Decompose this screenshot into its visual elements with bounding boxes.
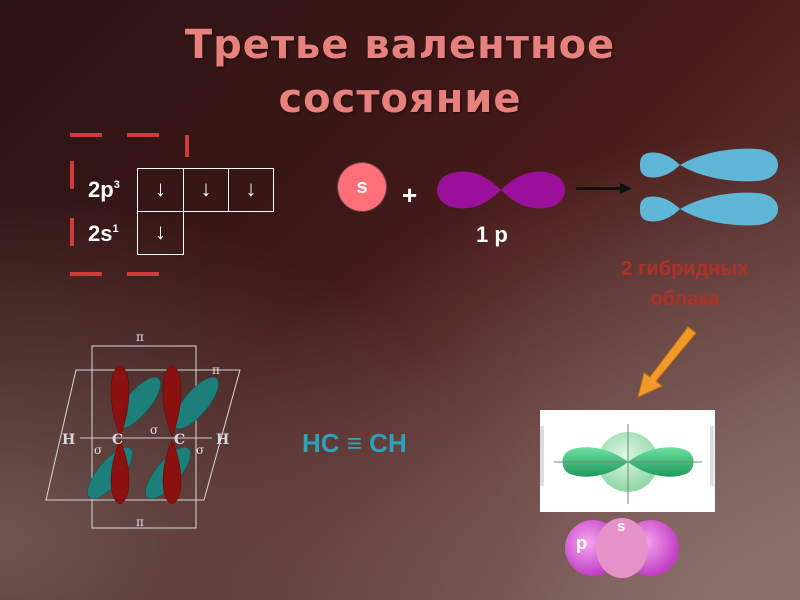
orbital-cell-2p-1: ↓ (137, 168, 184, 212)
pointer-arrow-icon (637, 326, 697, 398)
hybrid-label-line2: облака (650, 288, 720, 310)
sigma-right-label: σ (196, 443, 204, 457)
page-title-line2: состояние (278, 76, 522, 122)
c-left-label: C (112, 432, 123, 448)
hybrid-orbitals-icon (640, 148, 778, 226)
sp-orbital-model-icon (565, 518, 679, 578)
h-left-label: H (62, 432, 75, 448)
s-orbital-icon: s (338, 163, 386, 211)
sigma-left-label: σ (94, 443, 102, 457)
p-orbital-icon (437, 171, 565, 209)
reaction-arrow-icon (576, 183, 632, 194)
orbital-cell-2s-1: ↓ (137, 211, 184, 255)
model-s-label: s (617, 518, 626, 535)
h-right-label: H (216, 432, 229, 448)
orbital-2p-label: 2p3 (88, 177, 120, 202)
sigma-center-label: σ (150, 423, 158, 437)
acetylene-formula: HC ≡ CH (302, 428, 407, 458)
orbital-cell-2p-2: ↓ (183, 168, 229, 212)
model-p-label: p (576, 533, 587, 553)
p-orbital-caption: 1 р (476, 222, 508, 247)
hybrid-label-line1: 2 гибридных (621, 258, 749, 280)
pi-bottom-label: π (136, 515, 144, 529)
sp-hybrid-model-image (540, 410, 715, 512)
sp-hybrid-orbital-icon (540, 424, 714, 504)
page-title-line1: Третье валентное (184, 22, 616, 68)
acetylene-orbital-diagram: H C C H σ σ σ π π π (45, 330, 241, 529)
orbital-cell-2p-3: ↓ (228, 168, 274, 212)
plus-sign: + (402, 180, 418, 210)
orbital-2s-label: 2s1 (88, 221, 119, 246)
s-orbital-label: s (356, 176, 368, 198)
c-right-label: C (174, 432, 185, 448)
pi-top-label: π (136, 330, 144, 344)
pi-top-right-label: π (212, 363, 220, 377)
